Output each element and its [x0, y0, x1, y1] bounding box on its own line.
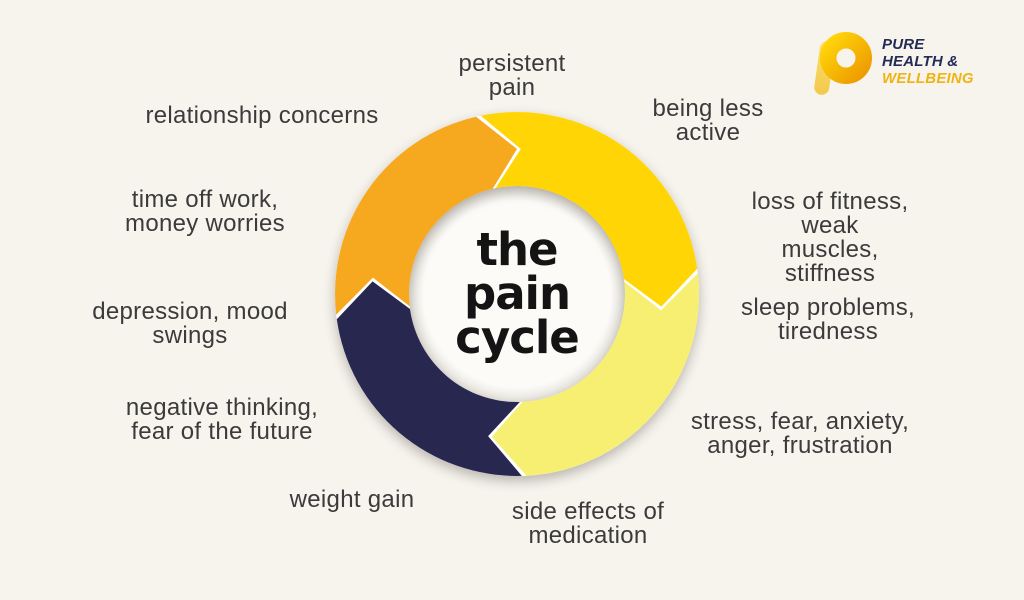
brand-logo-p-icon — [814, 32, 872, 95]
cycle-title-line1: the — [476, 223, 558, 276]
label-negative-thinking: negative thinking, fear of the future — [125, 394, 319, 445]
label-depression-mood: depression, mood swings — [92, 298, 288, 349]
cycle-title-line3: cycle — [455, 311, 580, 364]
cycle-ring-group — [335, 112, 699, 476]
cycle-title-line2: pain — [463, 267, 571, 320]
label-weight-gain: weight gain — [289, 486, 415, 513]
brand-text-line2: HEALTH & — [882, 53, 959, 70]
ring-segment-being-less-active — [480, 112, 698, 307]
label-loss-of-fitness: loss of fitness, weak muscles, stiffness — [751, 188, 909, 287]
brand-text-line1: PURE — [882, 36, 925, 53]
label-time-off-work: time off work, money worries — [125, 186, 285, 237]
label-being-less-active: being less active — [652, 95, 764, 146]
brand-logo-text: PURE HEALTH & WELLBEING — [882, 36, 974, 87]
brand-logo: PURE HEALTH & WELLBEING — [813, 31, 974, 97]
brand-text-line3: WELLBEING — [882, 70, 974, 87]
label-side-effects: side effects of medication — [511, 498, 665, 549]
center-disc — [406, 183, 628, 405]
ring-segment-bottom-left — [336, 281, 522, 476]
label-relationship-concerns: relationship concerns — [145, 102, 379, 129]
label-sleep-problems: sleep problems, tiredness — [741, 294, 915, 345]
ring-segment-top-left — [335, 116, 517, 315]
label-stress-fear-anxiety: stress, fear, anxiety, anger, frustratio… — [690, 408, 910, 459]
label-persistent-pain: persistent pain — [458, 50, 566, 101]
logo-p-bowl — [820, 32, 872, 84]
ring-segment-bottom-right — [491, 273, 699, 476]
